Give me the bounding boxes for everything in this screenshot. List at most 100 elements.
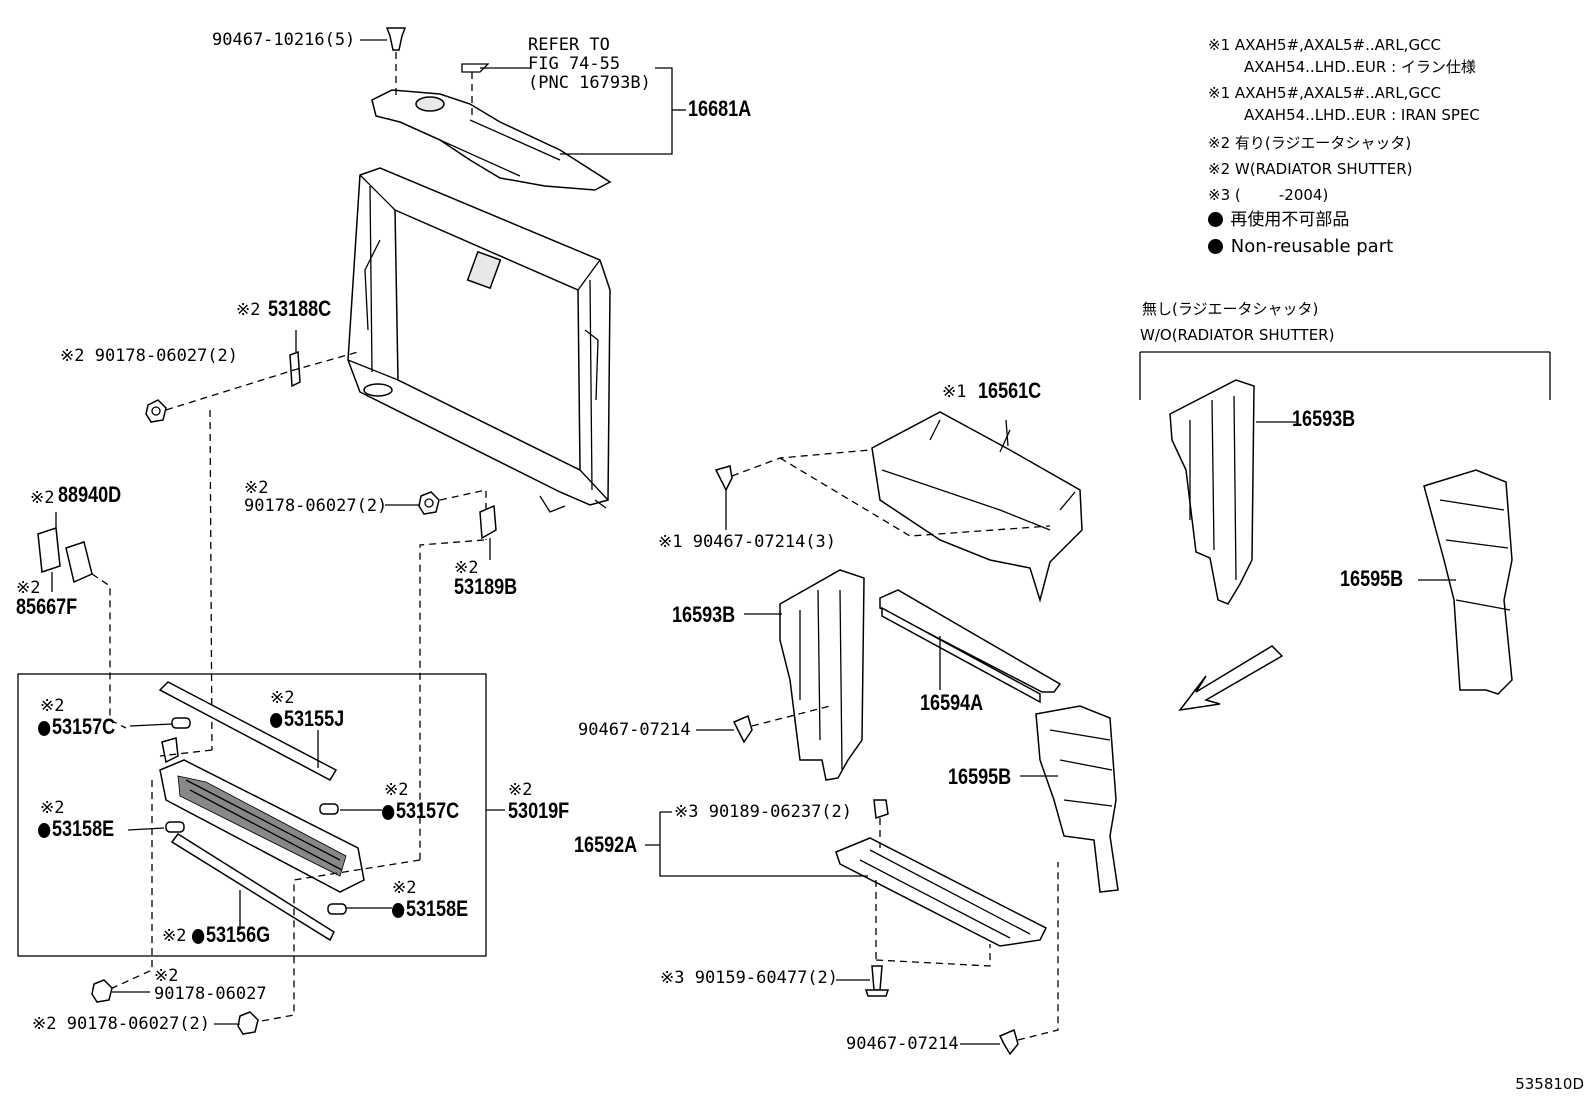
nonreusable-dot-icon [1208,212,1223,227]
label-85667F: 85667F [16,594,78,619]
under-cover-16592A [835,837,1048,947]
label-53189B-mark: ※2 [454,558,479,578]
label-53155J-row: 53155J [270,708,344,730]
label-90467-07214-3: ※1 90467-07214(3) [658,532,837,552]
label-53157C-b-mark: ※2 [384,780,409,800]
nut-90178-06027-c [91,979,113,1003]
inset-title-jp: 無し(ラジエータシャッタ) [1142,300,1319,318]
legend-nonreusable-en: Non-reusable part [1230,236,1394,257]
nonreusable-dot-icon [392,903,405,918]
label-53156G-row: 53156G [192,924,270,946]
reference-note: REFER TO FIG 74-55 (PNC 16793B) [528,35,651,93]
label-16592A: 16592A [574,832,638,857]
label-53155J-mark: ※2 [270,688,295,708]
nonreusable-dot-icon [270,713,283,728]
clip-90467-07214-a [732,714,753,744]
sensor-88940D [37,512,93,592]
clip-90189-06237 [873,799,889,820]
label-16595B-a: 16595B [948,764,1012,789]
label-53158E-a: 53158E [51,816,115,841]
legend-note1-jp-line2: AXAH54..LHD..EUR : イラン仕様 [1244,58,1476,76]
label-85667F-mark: ※2 [16,578,41,598]
label-53157C-a-mark: ※2 [40,696,65,716]
clip-53157C-a [171,717,191,729]
legend-nonreusable-jp-row: 再使用不可部品 [1208,212,1349,229]
guide-16595B-b [1423,469,1513,695]
shutter-assembly-box [17,673,487,957]
nonreusable-dot-icon [38,823,51,838]
guide-16595B-a [1035,705,1119,893]
guide-16593B-b [1169,379,1255,605]
label-53019F-mark: ※2 [508,780,533,800]
clip-53157C-b [319,803,339,815]
label-88940D-mark: ※2 [30,488,55,508]
direction-arrow [1178,645,1284,712]
radiator-support-seal-16681A [371,89,612,191]
label-53157C-b-row: 53157C [382,800,459,822]
inset-title-en: W/O(RADIATOR SHUTTER) [1140,326,1335,344]
clip-53158E-a [165,821,185,833]
label-16561C: 16561C [978,378,1042,403]
clip-90467-07214-3 [714,465,733,492]
label-90189-06237: ※3 90189-06237(2) [674,802,853,822]
legend-note2-jp: ※2 有り(ラジエータシャッタ) [1208,134,1412,152]
bolt-90159-60477 [864,965,890,997]
legend-note1-jp-line1: ※1 AXAH5#,AXAL5#..ARL,GCC [1208,36,1442,54]
guide-16593B-a [779,569,865,781]
label-16593B-a: 16593B [672,602,736,627]
label-16594A: 16594A [920,690,984,715]
label-53188C-mark: ※2 [236,300,261,320]
legend-nonreusable-en-row: Non-reusable part [1208,238,1393,256]
radiator-support-frame [347,167,611,513]
label-90178-06027-a: ※2 90178-06027(2) [60,346,239,366]
label-16593B-b: 16593B [1292,406,1356,431]
nut-90178-06027-a [145,399,167,423]
legend-nonreusable-jp: 再使用不可部品 [1230,210,1350,230]
label-90178-06027-d: ※2 90178-06027(2) [32,1014,211,1034]
label-90178-06027-c: 90178-06027 [154,984,267,1004]
label-90178-06027-b: 90178-06027(2) [244,496,388,516]
nut-90178-06027-b [418,491,440,515]
label-90178-06027-c-mark: ※2 [154,966,179,986]
legend-note2-en: ※2 W(RADIATOR SHUTTER) [1208,160,1413,178]
nonreusable-dot-icon [192,929,205,944]
duct-16561C [871,411,1083,603]
label-53158E-b: 53158E [405,896,469,921]
reference-leader [395,52,686,155]
nonreusable-dot-icon [382,805,395,820]
bracket-53188C [289,330,301,388]
nonreusable-dot-icon [1208,239,1223,254]
label-53156G: 53156G [205,922,271,947]
clip-53158E-b [327,903,347,915]
label-90159-60477: ※3 90159-60477(2) [660,968,839,988]
label-90467-10216: 90467-10216(5) [212,30,356,50]
label-53189B: 53189B [454,574,518,599]
legend-note1-en-line1: ※1 AXAH5#,AXAL5#..ARL,GCC [1208,84,1442,102]
label-53158E-a-row: 53158E [38,818,114,840]
label-88940D: 88940D [58,482,122,507]
legend-note3: ※3 ( -2004) [1208,186,1329,204]
nut-90178-06027-d [237,1011,259,1035]
label-90467-07214-b: 90467-07214 [846,1034,959,1054]
label-53157C-a: 53157C [51,714,116,739]
label-53158E-b-row: 53158E [392,898,468,920]
label-16561C-mark: ※1 [942,382,967,402]
label-16595B-b: 16595B [1340,566,1404,591]
label-53157C-b: 53157C [395,798,460,823]
label-53019F: 53019F [508,798,570,823]
legend-note1-en-line2: AXAH54..LHD..EUR : IRAN SPEC [1244,106,1480,124]
label-90467-07214-a: 90467-07214 [578,720,691,740]
label-16681A: 16681A [688,96,752,121]
label-53157C-a-row: 53157C [38,716,115,738]
label-53156G-mark: ※2 [162,926,187,946]
label-53158E-b-mark: ※2 [392,878,417,898]
seal-53155J [158,681,338,781]
bracket-53189B [479,504,497,560]
label-90178-06027-b-mark: ※2 [244,478,269,498]
label-53158E-a-mark: ※2 [40,798,65,818]
label-53188C: 53188C [268,296,332,321]
illustration-code: 535810D [1515,1075,1584,1093]
baffle-16594A [879,589,1062,704]
clip-90467-10216 [360,27,407,51]
